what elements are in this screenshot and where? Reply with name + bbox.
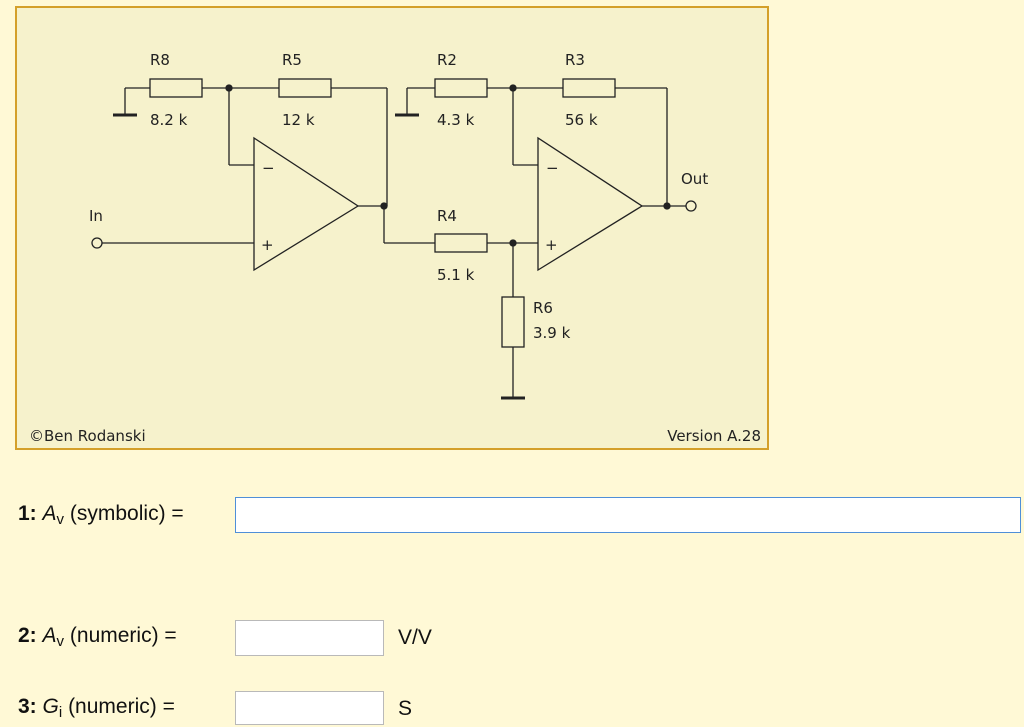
- opamp-1-plus: +: [261, 236, 274, 254]
- r6-label: R6: [533, 299, 553, 317]
- r8-label: R8: [150, 51, 170, 69]
- circuit-diagram-panel: R8 8.2 k R5 12 k R2 4.3 k R3 56 k R4 5.1…: [15, 6, 769, 450]
- circuit-schematic: R8 8.2 k R5 12 k R2 4.3 k R3 56 k R4 5.1…: [29, 51, 761, 445]
- opamp-2-minus: −: [546, 159, 559, 177]
- av-unit: V/V: [398, 626, 432, 649]
- opamp-1-minus: −: [262, 159, 275, 177]
- ground-symbol: [113, 88, 137, 117]
- resistor-r4: [434, 233, 488, 253]
- r5-value: 12 k: [282, 111, 315, 129]
- resistor-r6: [501, 296, 525, 348]
- gi-unit: S: [398, 697, 413, 720]
- r2-value: 4.3 k: [437, 111, 475, 129]
- question-1-label: 1: Av (symbolic) =: [18, 502, 184, 528]
- version-text: Version A.28: [667, 427, 761, 445]
- opamp-1: [253, 136, 360, 272]
- gi-numeric-input[interactable]: [235, 691, 384, 725]
- question-2-label: 2: Av (numeric) =: [18, 624, 177, 650]
- resistor-r8: [149, 78, 203, 98]
- ground-symbol: [395, 88, 419, 117]
- output-terminal: [685, 200, 697, 212]
- r4-label: R4: [437, 207, 457, 225]
- resistor-r5: [278, 78, 332, 98]
- r8-value: 8.2 k: [150, 111, 188, 129]
- resistor-r3: [562, 78, 616, 98]
- opamp-2-plus: +: [545, 236, 558, 254]
- resistor-r2: [434, 78, 488, 98]
- input-label: In: [89, 207, 103, 225]
- r6-value: 3.9 k: [533, 324, 571, 342]
- copyright-text: ©Ben Rodanski: [29, 427, 146, 445]
- junction-dot: [663, 202, 671, 210]
- opamp-2: [537, 136, 644, 272]
- r2-label: R2: [437, 51, 457, 69]
- question-3-label: 3: Gi (numeric) =: [18, 695, 175, 721]
- r5-label: R5: [282, 51, 302, 69]
- r4-value: 5.1 k: [437, 266, 475, 284]
- r3-label: R3: [565, 51, 585, 69]
- av-symbolic-input[interactable]: [235, 497, 1021, 533]
- r3-value: 56 k: [565, 111, 598, 129]
- output-label: Out: [681, 170, 708, 188]
- av-numeric-input[interactable]: [235, 620, 384, 656]
- input-terminal: [91, 237, 103, 249]
